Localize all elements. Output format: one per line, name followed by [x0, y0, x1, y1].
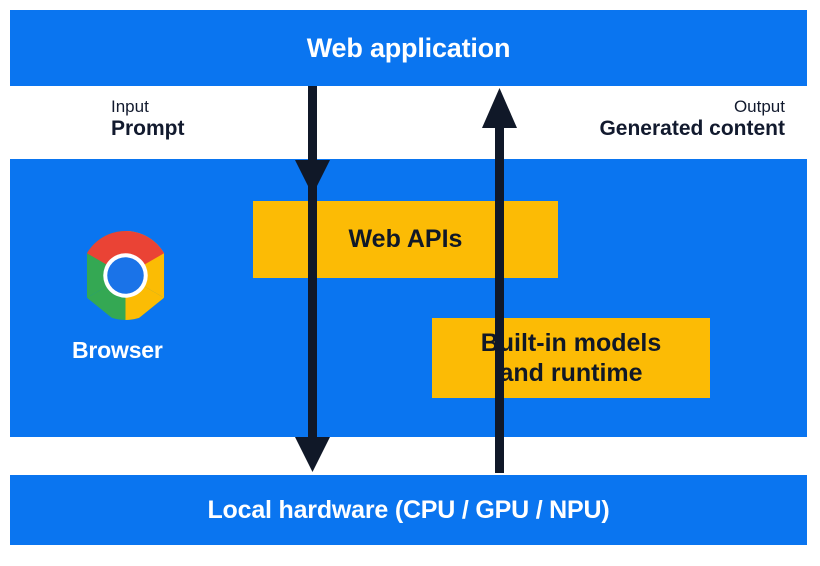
band-browser-label: Browser — [72, 337, 163, 363]
input-value-label: Prompt — [111, 116, 185, 140]
box-web-apis[interactable]: Web APIs — [253, 201, 558, 278]
chrome-logo-icon — [86, 231, 165, 320]
output-label-group: Output Generated content — [599, 97, 785, 141]
input-kind-label: Input — [111, 97, 149, 116]
box-web-apis-label: Web APIs — [348, 225, 463, 254]
box-builtin-models[interactable]: Built-in models and runtime — [432, 318, 710, 398]
output-kind-label: Output — [733, 97, 785, 116]
box-builtin-models-line1: Built-in models — [480, 328, 662, 357]
band-local-hardware: Local hardware (CPU / GPU / NPU) — [10, 475, 807, 545]
band-web-application-label: Web application — [306, 32, 511, 63]
box-builtin-models-line2: and runtime — [499, 359, 643, 387]
output-value-label: Generated content — [599, 116, 785, 140]
box-builtin-models-label: Built-in models and runtime — [481, 328, 662, 389]
band-local-hardware-label: Local hardware (CPU / GPU / NPU) — [207, 495, 610, 524]
input-label-group: Input Prompt — [111, 97, 185, 141]
band-web-application: Web application — [10, 10, 807, 86]
